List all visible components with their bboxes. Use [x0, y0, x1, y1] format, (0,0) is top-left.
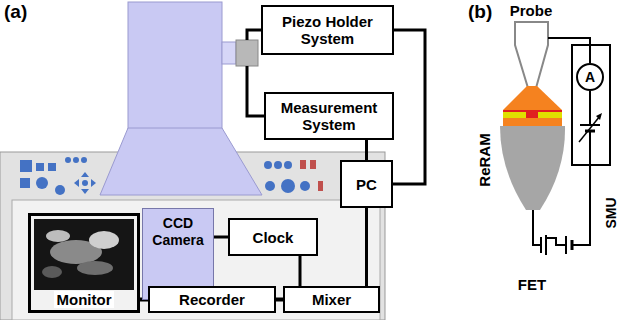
control-icons [264, 161, 272, 169]
node-label: A [585, 69, 595, 86]
reram-stack [503, 110, 562, 118]
control-icons [81, 157, 87, 163]
circuit-wires [579, 116, 600, 142]
console [12, 200, 380, 320]
circuit-wires [533, 210, 541, 245]
microscope-column [100, 128, 262, 195]
holder-wires [247, 30, 262, 40]
node-label: Measurement System [270, 99, 388, 133]
control-icons [281, 179, 295, 193]
node-label: Recorder [179, 291, 245, 308]
connector-line [214, 236, 228, 239]
circuit-wires [589, 91, 591, 125]
circuit-wires [580, 124, 600, 126]
node-label: Monitor [54, 291, 115, 308]
ammeter-symbol: A [576, 63, 604, 91]
panel-label: (a) [4, 1, 27, 23]
circuit-wires [571, 240, 574, 250]
circuit-wires [546, 238, 566, 245]
node-label: Mixer [312, 291, 351, 308]
part-name: Probe [510, 2, 553, 19]
control-icons [81, 189, 89, 194]
reram-stack [500, 126, 565, 210]
holder-wires [247, 66, 265, 116]
monitor-screen [34, 219, 134, 290]
connector-line [299, 256, 302, 286]
control-icons [36, 177, 48, 189]
process-box: Piezo Holder System [261, 5, 394, 55]
reram-stack [503, 118, 562, 126]
circuit-wires [533, 38, 610, 255]
reram-stack [503, 110, 562, 112]
monitor-screen [77, 261, 113, 275]
node-label: CCD Camera [145, 215, 211, 249]
reram-stack [526, 112, 538, 118]
monitor-box: Monitor [28, 213, 140, 313]
part-name: ReRAM [476, 133, 493, 186]
control-icons [265, 181, 275, 191]
node-label: Piezo Holder System [267, 13, 388, 47]
control-icons [318, 181, 323, 191]
process-box: Clock [228, 218, 318, 256]
circuit-wires [589, 131, 591, 165]
node-text-group: PC [356, 176, 377, 193]
circuit-wires [589, 45, 591, 63]
probe-tip [515, 22, 548, 88]
microscope-column [236, 40, 258, 66]
control-icons [20, 178, 30, 188]
control-icons [300, 160, 306, 169]
node-text-group: Recorder [179, 291, 245, 308]
microscope-column [100, 2, 262, 195]
node-text-group: Clock [253, 229, 294, 246]
control-icons [65, 157, 71, 163]
microscope-column [128, 2, 222, 130]
node-text-group: Monitor [54, 291, 115, 308]
circuit-wires [596, 113, 602, 120]
control-icons [20, 160, 32, 172]
circuit-wires [572, 45, 610, 165]
control-icons [82, 180, 88, 186]
monitor-screen [34, 219, 134, 290]
connector-line [365, 140, 368, 160]
monitor-screen [46, 230, 70, 242]
connector-line [393, 30, 425, 184]
node-text-group: CCD Camera [145, 215, 211, 249]
control-icons [73, 157, 79, 163]
node-text-group: A [585, 69, 595, 86]
probe-tip [515, 22, 548, 88]
node-text-group: Piezo Holder System [267, 13, 388, 47]
process-box: Measurement System [264, 92, 394, 140]
control-icons [274, 161, 282, 169]
monitor-screen [89, 231, 119, 249]
control-icons [91, 179, 96, 187]
reram-stack [500, 86, 565, 210]
connector-line [276, 298, 283, 302]
circuit-wires [545, 235, 547, 255]
control-icons [36, 163, 44, 171]
node-label: PC [356, 176, 377, 193]
control-icons [284, 161, 292, 169]
control-icons [55, 185, 65, 195]
panel-label: (b) [468, 1, 492, 23]
part-name: FET [518, 276, 546, 293]
control-icons [300, 181, 310, 191]
node-text-group: Measurement System [270, 99, 388, 133]
control-icons [48, 163, 56, 171]
circuit-wires [572, 165, 590, 245]
part-name: SMU [603, 197, 619, 228]
control-icons [81, 172, 89, 177]
microscope-column [222, 42, 236, 64]
reram-stack [503, 86, 562, 110]
circuit-wires [548, 38, 590, 45]
node-label: Clock [253, 229, 294, 246]
connector-line [365, 208, 368, 286]
process-box: PC [340, 160, 393, 208]
process-box: Recorder [148, 286, 276, 313]
control-icons [310, 160, 316, 169]
monitor-screen [42, 266, 62, 278]
control-icons [74, 179, 79, 187]
node-text-group: Mixer [312, 291, 351, 308]
process-box: Mixer [283, 286, 380, 313]
